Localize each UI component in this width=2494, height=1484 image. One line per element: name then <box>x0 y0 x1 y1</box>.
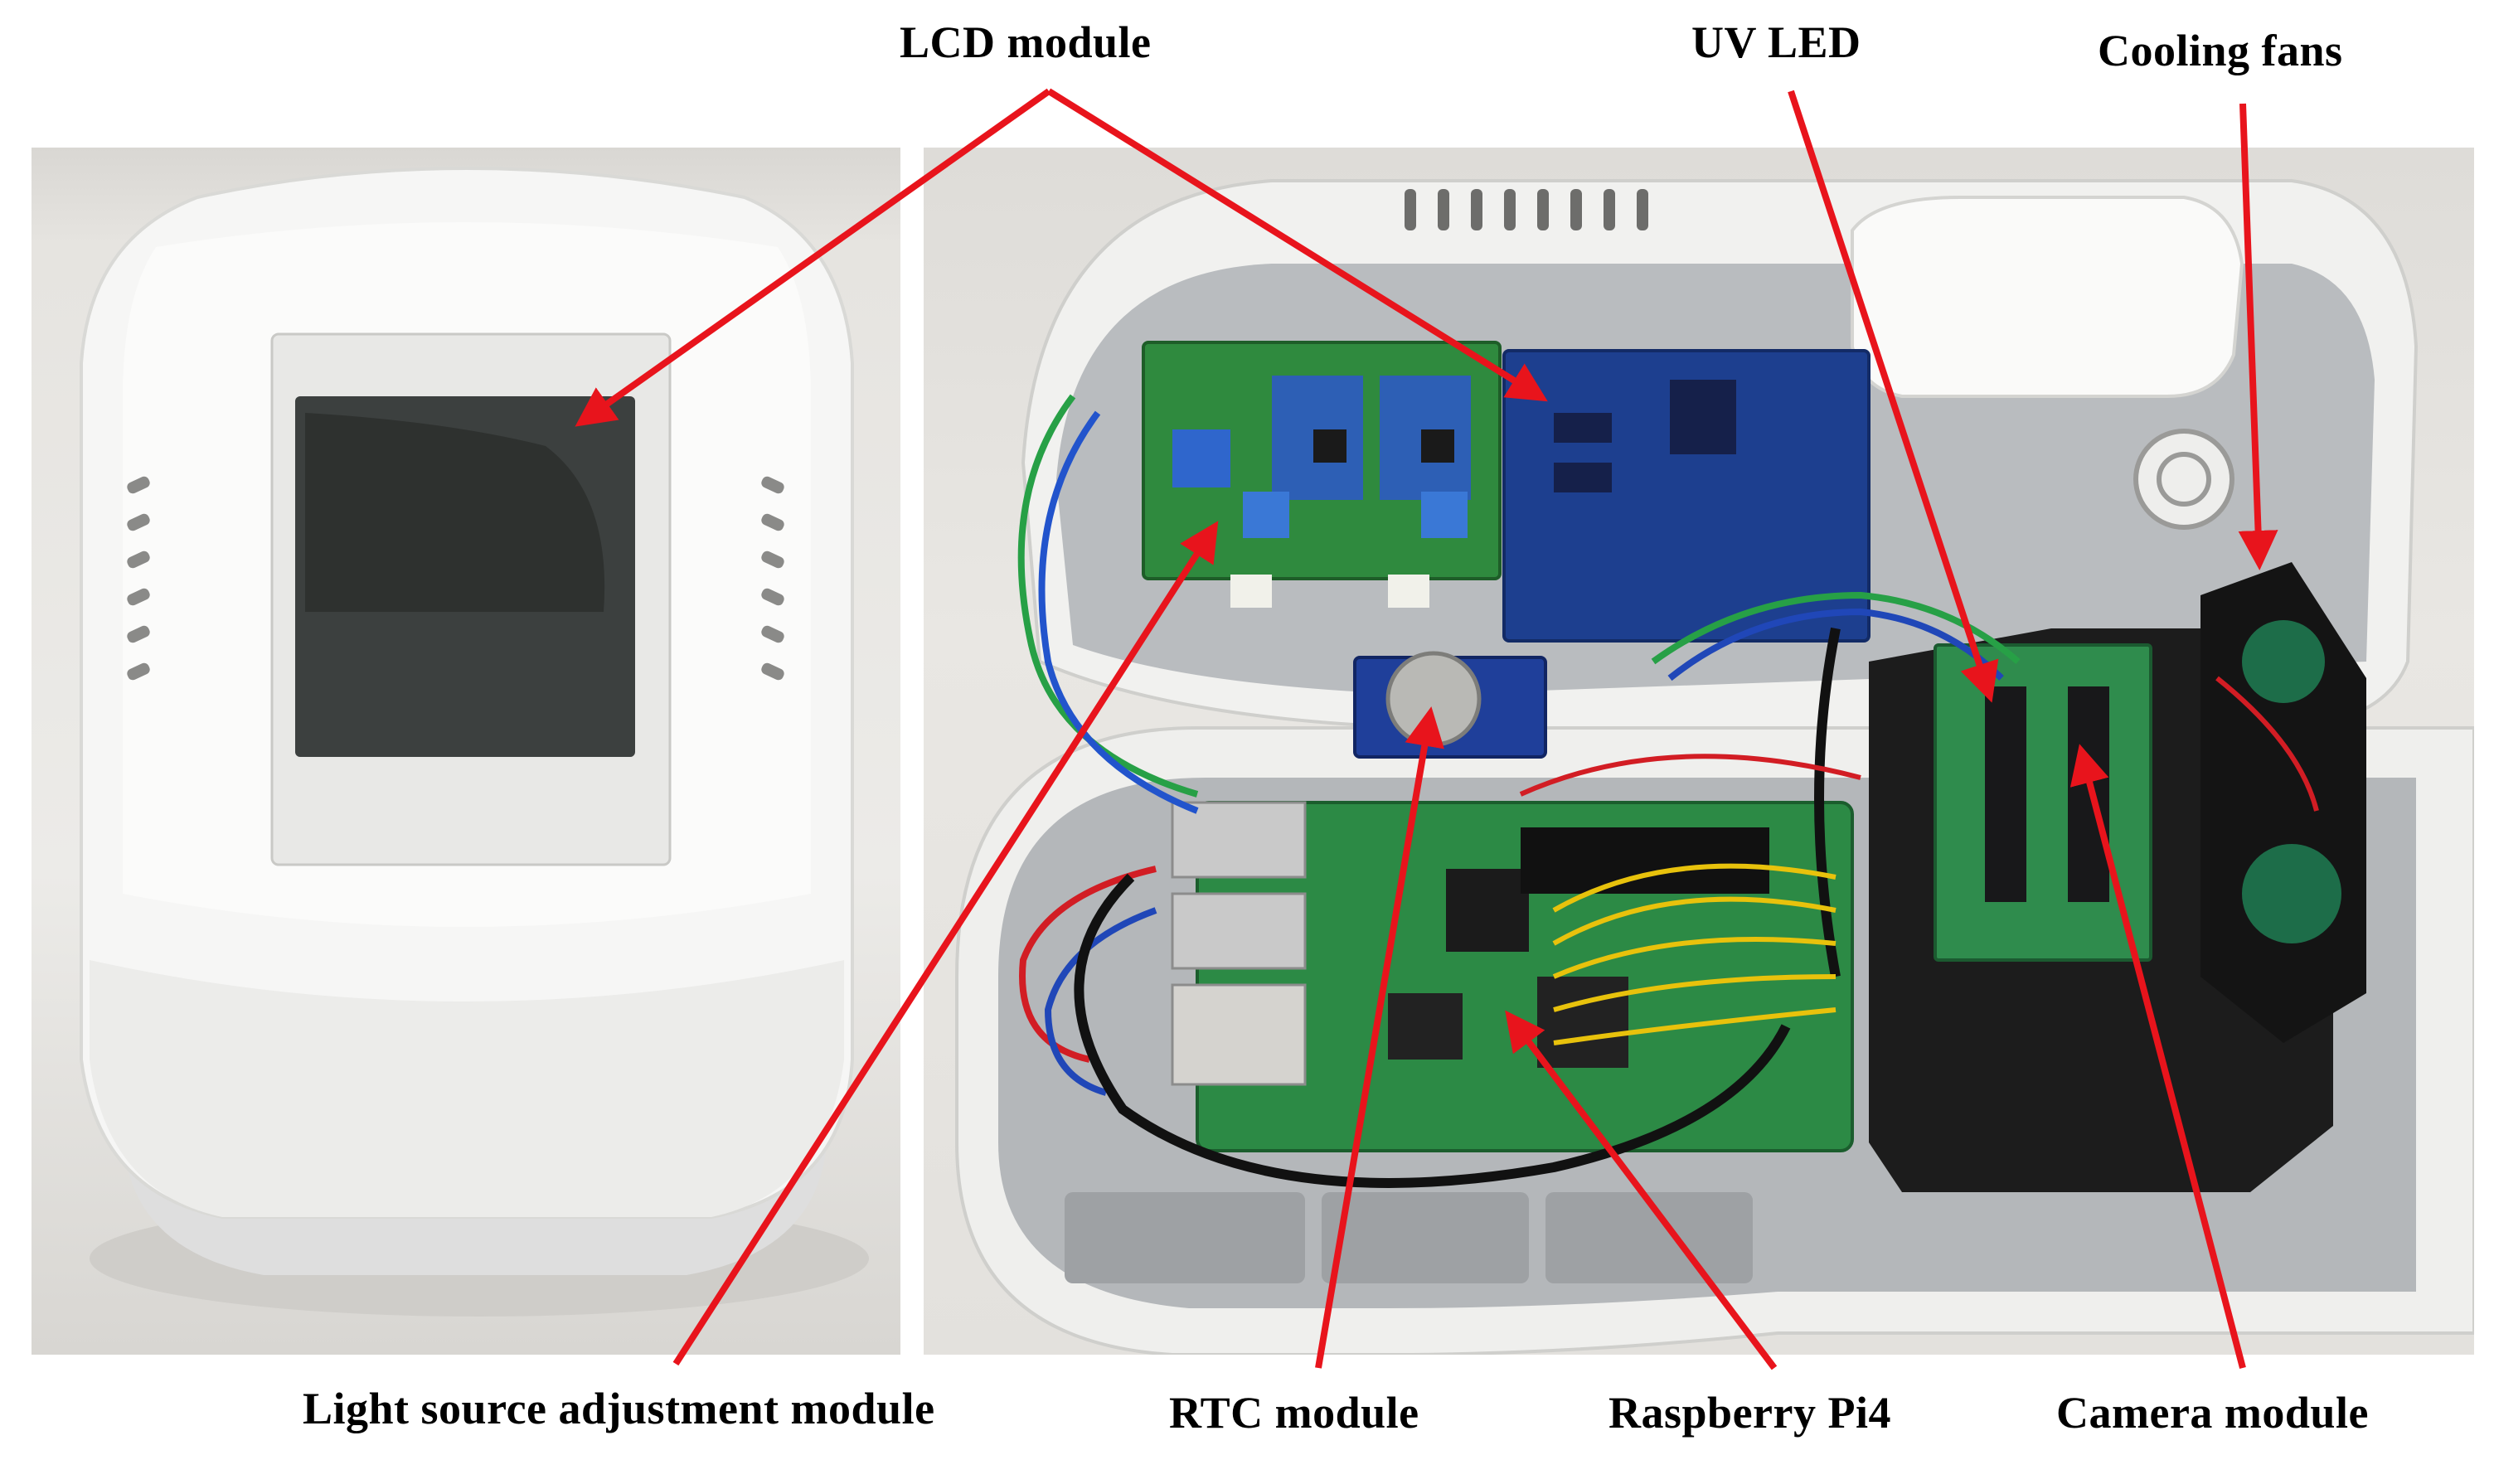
arrow-rtc-module <box>1315 706 1444 1369</box>
arrow-lcd-module-right <box>1046 88 1548 402</box>
label-rtc-module: RTC module <box>1169 1388 1419 1438</box>
label-lcd-module: LCD module <box>900 17 1152 67</box>
closed-device-photo <box>32 148 900 1355</box>
arrow-cooling-fans <box>2238 103 2278 570</box>
label-camera-module: Camera module <box>2056 1388 2369 1438</box>
label-cooling-fans: Cooling fans <box>2098 26 2343 75</box>
label-uv-led: UV LED <box>1691 17 1861 67</box>
arrow-raspberry-pi4 <box>1505 1010 1778 1370</box>
arrow-uv-led <box>1788 90 1999 703</box>
label-light-source-adjustment-module: Light source adjustment module <box>303 1384 935 1433</box>
arrow-camera-module <box>2069 744 2246 1370</box>
arrow-lcd-module-left <box>575 88 1051 427</box>
arrow-light-source-adjustment <box>672 521 1219 1366</box>
closed-device-illustration <box>80 167 869 1317</box>
label-raspberry-pi4: Raspberry Pi4 <box>1608 1388 1891 1438</box>
